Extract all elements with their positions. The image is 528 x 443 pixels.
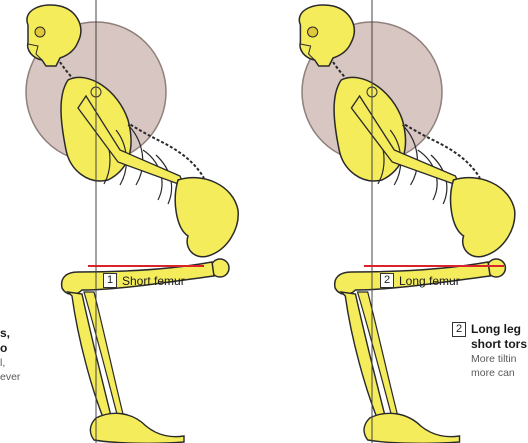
right-note-number: 2 [452, 322, 466, 337]
panel-label-1: 1 Short femur [103, 272, 185, 290]
panel-label-2: 2 Long femur [380, 272, 460, 290]
panel-caption-1: Short femur [122, 274, 185, 288]
panel-number-2: 2 [380, 273, 394, 288]
panel-number-1: 1 [103, 273, 117, 288]
right-note: 2 Long leg short tors More tiltin more c… [452, 322, 527, 380]
panel-caption-2: Long femur [399, 274, 460, 288]
left-cropped-text: s, o l, ever [0, 326, 20, 384]
